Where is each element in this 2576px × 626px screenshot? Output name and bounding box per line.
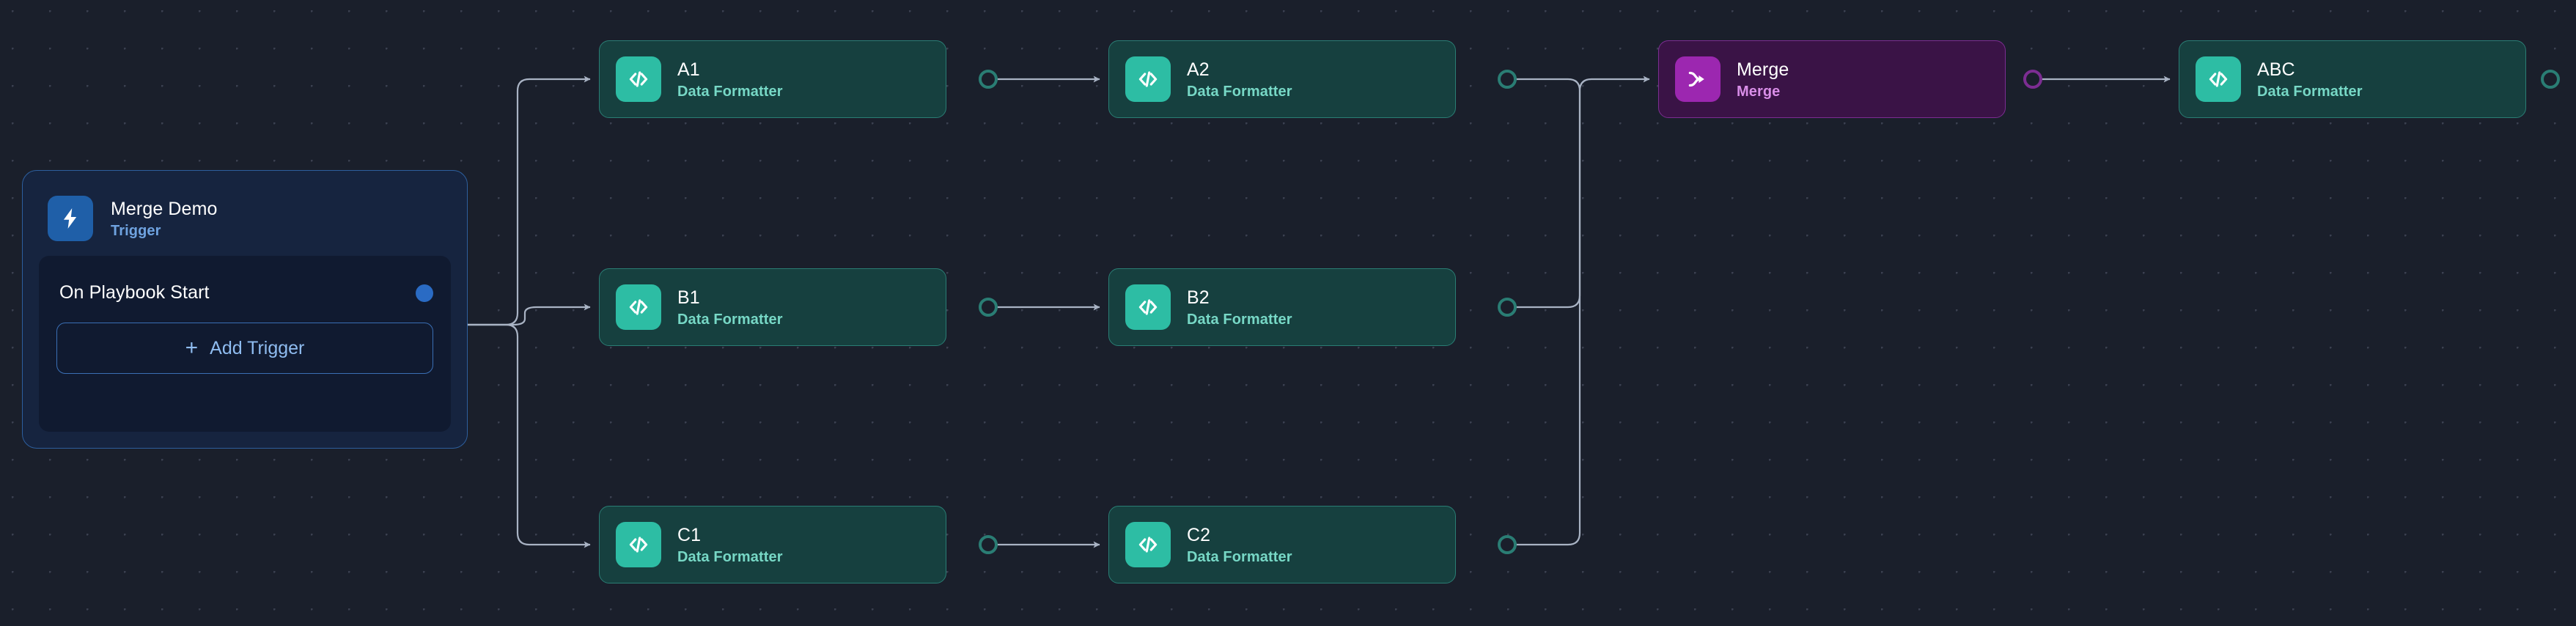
node-b1[interactable]: B1 Data Formatter	[599, 268, 946, 346]
code-icon	[616, 56, 661, 102]
node-subtitle: Data Formatter	[677, 548, 783, 565]
code-icon	[1125, 522, 1171, 567]
merge-icon	[1675, 56, 1721, 102]
node-c1-output-port[interactable]	[979, 535, 998, 554]
node-c1[interactable]: C1 Data Formatter	[599, 506, 946, 583]
node-subtitle: Data Formatter	[677, 311, 783, 328]
node-title: B1	[677, 287, 700, 308]
trigger-body: On Playbook Start + Add Trigger	[39, 256, 451, 432]
node-subtitle: Data Formatter	[1187, 83, 1292, 100]
node-a1[interactable]: A1 Data Formatter	[599, 40, 946, 118]
code-icon	[616, 522, 661, 567]
node-b2[interactable]: B2 Data Formatter	[1108, 268, 1456, 346]
node-abc-output-port[interactable]	[2541, 70, 2560, 89]
node-a2[interactable]: A2 Data Formatter	[1108, 40, 1456, 118]
add-trigger-label: Add Trigger	[210, 337, 305, 358]
trigger-header: Merge Demo Trigger	[39, 187, 451, 256]
node-a1-output-port[interactable]	[979, 70, 998, 89]
trigger-output-port[interactable]	[416, 284, 433, 302]
node-a2-output-port[interactable]	[1498, 70, 1517, 89]
code-icon	[1125, 284, 1171, 330]
node-b2-output-port[interactable]	[1498, 298, 1517, 317]
node-subtitle: Merge	[1737, 83, 1781, 100]
node-merge-output-port[interactable]	[2023, 70, 2042, 89]
lightning-bolt-icon	[48, 196, 93, 241]
node-title: C2	[1187, 524, 1211, 545]
edge-b2-merge	[1507, 117, 1581, 309]
node-subtitle: Data Formatter	[1187, 311, 1292, 328]
trigger-subtitle: Trigger	[111, 222, 161, 239]
node-title: A1	[677, 59, 700, 80]
code-icon	[1125, 56, 1171, 102]
node-c2[interactable]: C2 Data Formatter	[1108, 506, 1456, 583]
node-subtitle: Data Formatter	[2257, 83, 2363, 100]
node-merge[interactable]: Merge Merge	[1658, 40, 2006, 118]
node-c2-output-port[interactable]	[1498, 535, 1517, 554]
node-b1-output-port[interactable]	[979, 298, 998, 317]
node-subtitle: Data Formatter	[1187, 548, 1292, 565]
node-title: C1	[677, 524, 702, 545]
node-abc[interactable]: ABC Data Formatter	[2179, 40, 2526, 118]
node-title: A2	[1187, 59, 1210, 80]
trigger-title: Merge Demo	[111, 198, 218, 219]
trigger-node[interactable]: Merge Demo Trigger On Playbook Start + A…	[22, 170, 468, 449]
trigger-event-row[interactable]: On Playbook Start	[56, 272, 433, 323]
edge-c2-merge	[1507, 117, 1581, 546]
code-icon	[2196, 56, 2241, 102]
node-title: B2	[1187, 287, 1210, 308]
edge-merge-input	[1578, 76, 1650, 117]
edge-a2-merge	[1507, 78, 1581, 117]
node-title: Merge	[1737, 59, 1789, 80]
node-title: ABC	[2257, 59, 2295, 80]
trigger-event-label: On Playbook Start	[59, 282, 210, 303]
add-trigger-button[interactable]: + Add Trigger	[56, 323, 433, 374]
node-subtitle: Data Formatter	[677, 83, 783, 100]
plus-icon: +	[185, 336, 199, 360]
code-icon	[616, 284, 661, 330]
